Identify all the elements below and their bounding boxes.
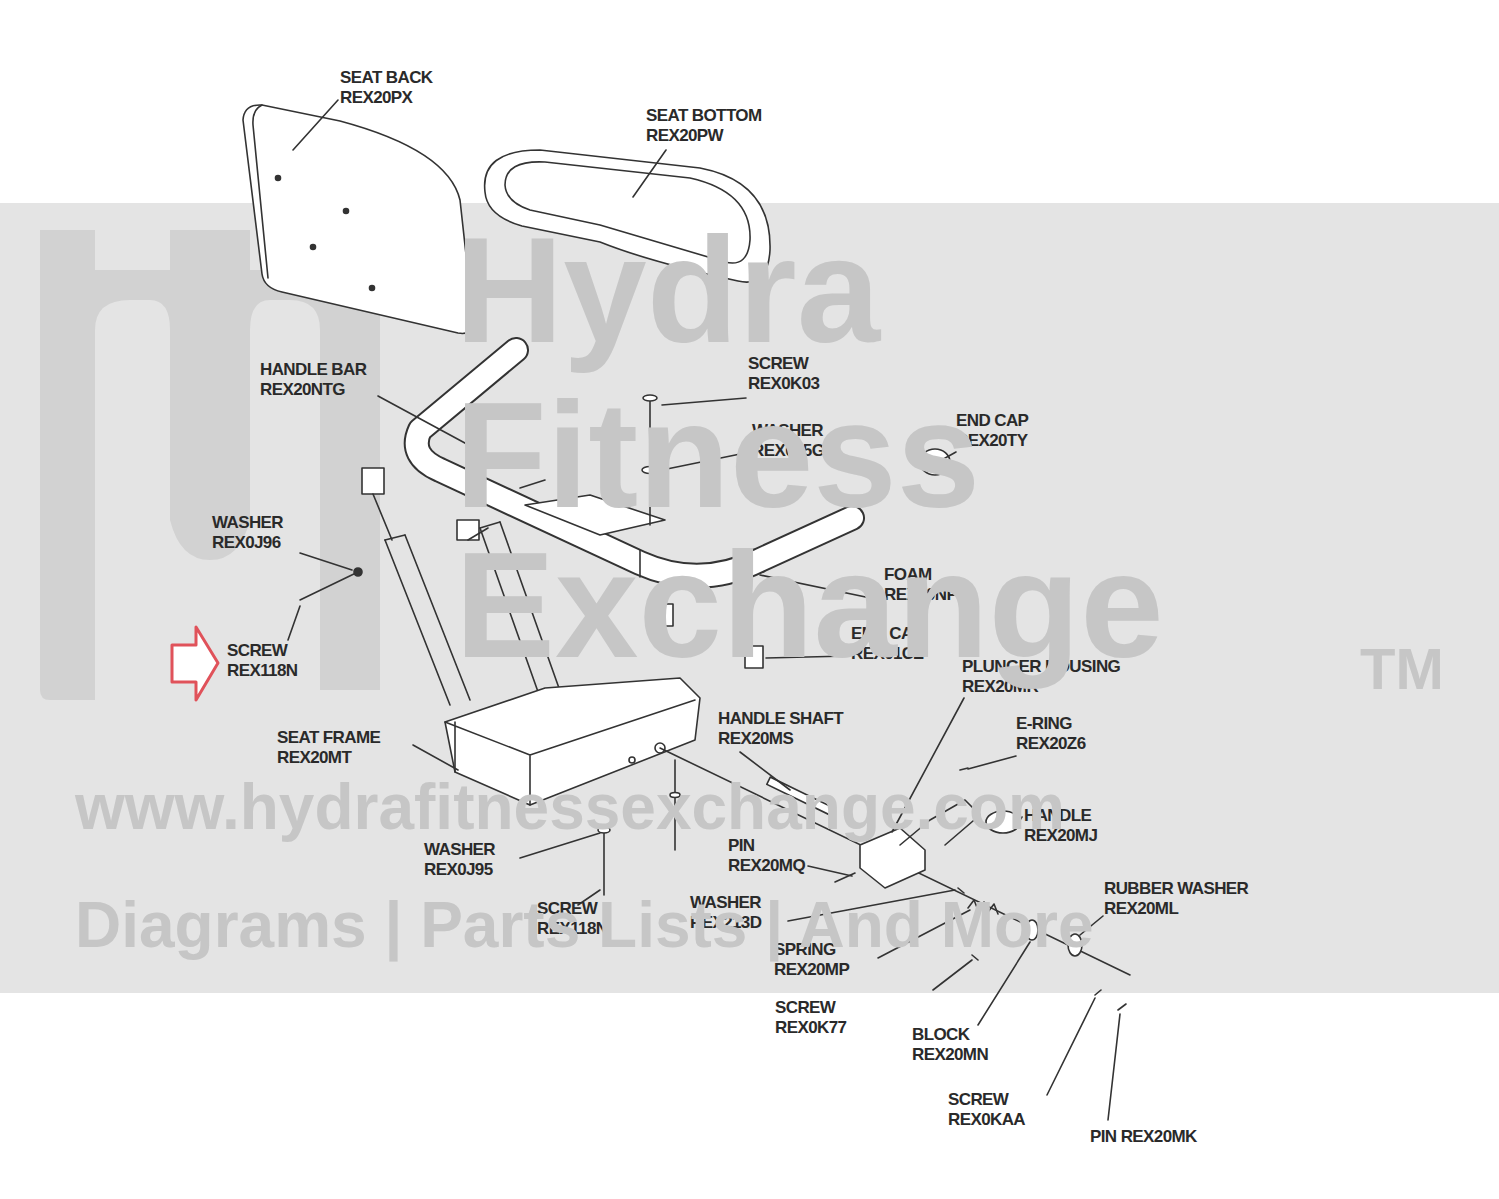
- part-label: PIN REX20MQ: [728, 836, 805, 876]
- part-label: RUBBER WASHER REX20ML: [1104, 879, 1248, 919]
- part-label: WASHER REX0J96: [212, 513, 283, 553]
- watermark-text: TM: [1360, 640, 1444, 698]
- part-label: SCREW REX118N: [227, 641, 297, 681]
- part-label: PIN REX20MK: [1090, 1127, 1197, 1147]
- watermark-text: Exchange: [455, 530, 1164, 680]
- watermark-text: Hydra: [455, 215, 880, 365]
- part-label: SCREW REX0K77: [775, 998, 846, 1038]
- watermark-text: www.hydrafitnessexchange.com: [75, 775, 1065, 839]
- part-label: HANDLE SHAFT REX20MS: [718, 709, 843, 749]
- part-label: SEAT BOTTOM REX20PW: [646, 106, 762, 146]
- watermark-text: Fitness: [455, 380, 980, 530]
- part-label: WASHER REX0J95: [424, 840, 495, 880]
- part-label: HANDLE BAR REX20NTG: [260, 360, 366, 400]
- part-label: E-RING REX20Z6: [1016, 714, 1086, 754]
- part-label: SCREW REX0KAA: [948, 1090, 1025, 1130]
- part-label: SEAT BACK REX20PX: [340, 68, 433, 108]
- watermark-text: Diagrams | Parts Lists | And More: [75, 893, 1094, 957]
- part-label: SEAT FRAME REX20MT: [277, 728, 380, 768]
- part-label: BLOCK REX20MN: [912, 1025, 988, 1065]
